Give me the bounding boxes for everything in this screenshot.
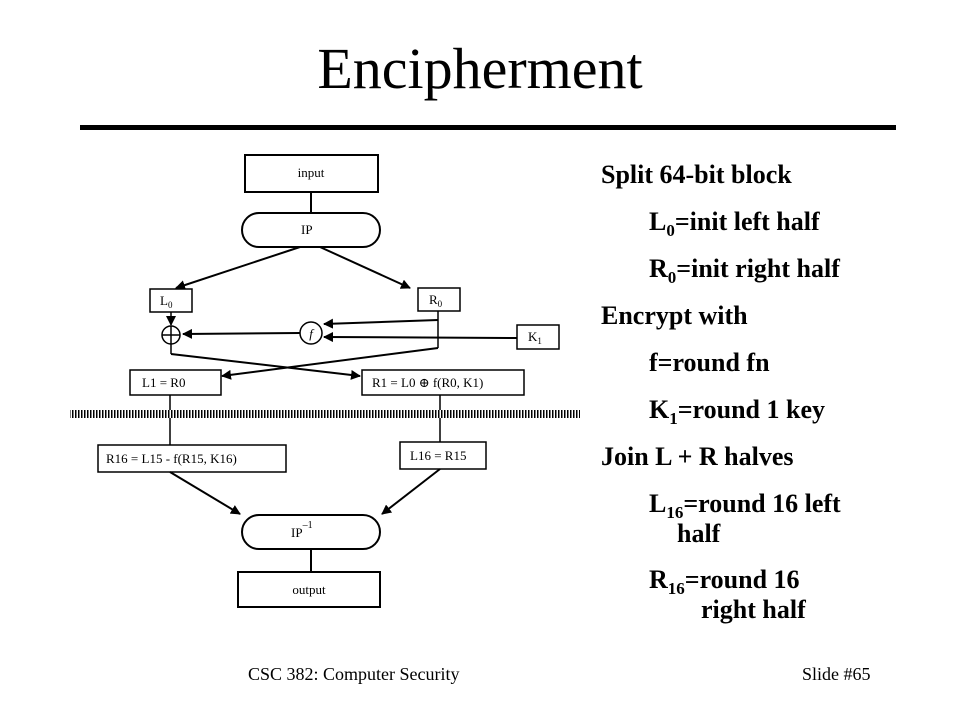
k1-to-f-arrow xyxy=(323,332,518,343)
bullet-r0: R0=init right half xyxy=(649,254,840,287)
r0-box: R0 xyxy=(417,287,461,312)
ip-to-r0-arrow xyxy=(319,246,411,289)
l16-equation: L16 = R15 xyxy=(410,448,466,463)
bullet-encrypt: Encrypt with xyxy=(601,301,748,330)
l16-to-ipinv-arrow xyxy=(381,468,441,515)
bullet-join: Join L + R halves xyxy=(601,442,794,471)
r1-equation: R1 = L0 ⊕ f(R0, K1) xyxy=(372,375,483,390)
r16-to-ipinv-arrow xyxy=(169,471,241,515)
bullet-split: Split 64-bit block xyxy=(601,160,792,189)
bullet-k1: K1=round 1 key xyxy=(649,395,825,428)
ip-inverse-pill: IP–1 xyxy=(241,514,381,550)
f-to-xor-arrow xyxy=(182,328,301,339)
slide-title: Encipherment xyxy=(317,36,643,101)
output-label: output xyxy=(292,582,326,597)
footer-course: CSC 382: Computer Security xyxy=(248,664,460,684)
footer-slide-number: Slide #65 xyxy=(802,664,871,684)
l1-equation: L1 = R0 xyxy=(142,375,185,390)
svg-text:R0: R0 xyxy=(429,292,443,309)
bullet-f: f=round fn xyxy=(649,348,770,377)
l0-box: L0 xyxy=(149,288,193,313)
input-box: input xyxy=(244,154,379,193)
r1-box: R1 = L0 ⊕ f(R0, K1) xyxy=(361,369,525,396)
svg-text:f: f xyxy=(309,326,315,341)
svg-text:IP–1: IP–1 xyxy=(291,520,313,540)
output-box: output xyxy=(237,571,381,608)
ip-pill: IP xyxy=(241,212,381,248)
r16-box: R16 = L15 - f(R15, K16) xyxy=(97,444,287,473)
r16-equation: R16 = L15 - f(R15, K16) xyxy=(106,451,237,466)
svg-text:L0: L0 xyxy=(160,293,173,310)
xor-icon xyxy=(161,325,181,345)
input-label: input xyxy=(298,165,325,180)
k1-box: K1 xyxy=(516,324,560,350)
r0-to-f-arrow xyxy=(323,318,439,329)
f-function-node: f xyxy=(299,321,323,345)
svg-text:K1: K1 xyxy=(528,329,542,346)
bullet-list: Split 64-bit block L0=init left half R0=… xyxy=(601,160,921,641)
ip-to-l0-arrow xyxy=(175,246,301,290)
title-rule xyxy=(80,125,896,130)
bullet-l0: L0=init left half xyxy=(649,207,820,240)
xor-to-r1-arrow xyxy=(170,353,361,380)
r0-to-l1-arrow xyxy=(221,347,439,380)
l1-box: L1 = R0 xyxy=(129,369,222,396)
rounds-separator xyxy=(70,410,580,418)
l16-box: L16 = R15 xyxy=(399,441,487,470)
ip-label: IP xyxy=(301,222,313,237)
